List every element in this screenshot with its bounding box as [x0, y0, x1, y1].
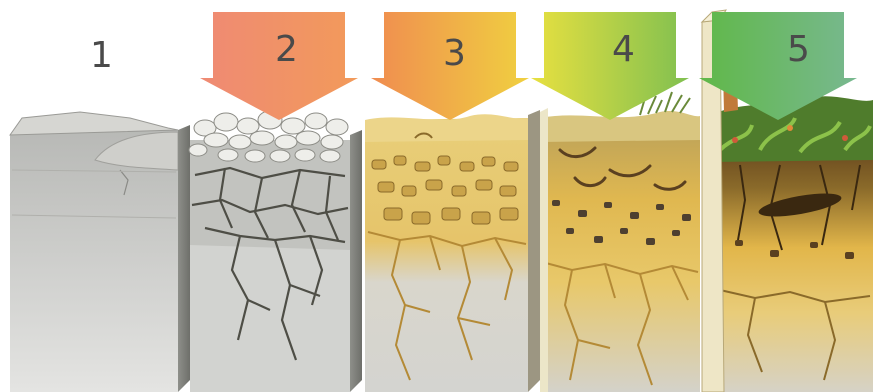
- arrow-3: [371, 12, 529, 120]
- block-5-front: [712, 130, 873, 392]
- block-1-side: [178, 125, 190, 392]
- arrow-4: [531, 12, 689, 120]
- block-1-front: [10, 130, 178, 392]
- block-2-weathered-rock: [189, 111, 362, 392]
- block-4-developing-soil: [540, 92, 700, 392]
- block-3-side: [528, 110, 540, 392]
- block-2-side: [350, 130, 362, 392]
- block-3-early-soil: [365, 110, 540, 392]
- arrow-2: [200, 12, 358, 120]
- block-4-side-panel: [540, 108, 548, 392]
- block-1-bedrock: [10, 112, 190, 392]
- block-4-surface: [540, 111, 700, 142]
- block-3-surface: [365, 114, 528, 142]
- block-4-front: [540, 118, 700, 392]
